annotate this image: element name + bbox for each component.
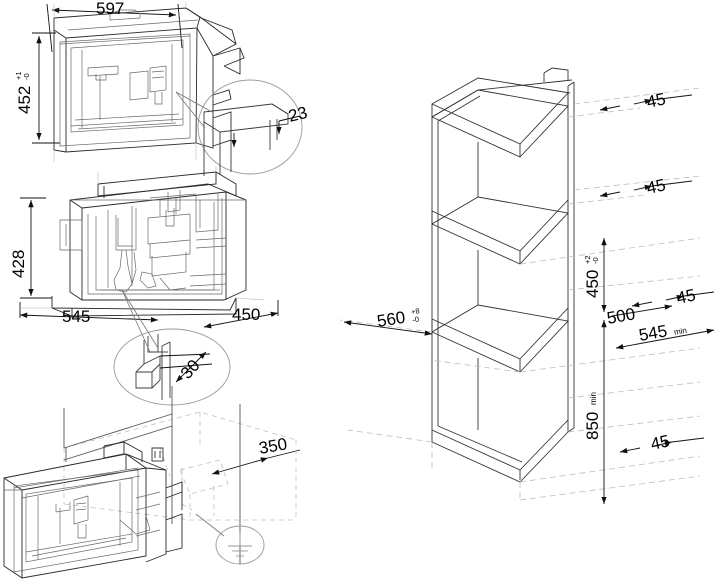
- dim-45-top: [599, 94, 693, 112]
- ground-icon: [215, 525, 265, 565]
- bubble-30-leader: [121, 289, 159, 353]
- dim-850-min-suffix: min: [589, 392, 598, 405]
- appliance-rear-inner: [59, 190, 246, 295]
- cabinet-cable-outline: [63, 386, 241, 564]
- dim-560: [343, 320, 433, 336]
- dim-label-350: 350: [257, 434, 288, 458]
- dim-label-450-vert: 450: [583, 270, 602, 298]
- cabinet-cable-faint: [63, 411, 297, 521]
- dim-45-mid: [631, 291, 715, 308]
- dim-45-upper-mid: [599, 180, 693, 198]
- bubble-23-leader: [175, 91, 213, 129]
- appliance-front-outline: [53, 7, 245, 153]
- dim-label-23: 23: [286, 103, 309, 126]
- dim-label-45-mid: 45: [675, 285, 697, 308]
- dim-450: [203, 300, 279, 329]
- rear-faint-lines: [20, 166, 265, 309]
- dim-560-tol-plus: +8: [410, 306, 420, 316]
- view-cabinet-niche: [339, 67, 715, 504]
- cabinet-projection-lines: [339, 87, 701, 501]
- dim-452-tol-plus: +1: [14, 71, 23, 80]
- front-faint-lines: [53, 2, 197, 162]
- dim-label-30: 30: [177, 356, 204, 383]
- dim-label-545: 545: [62, 307, 90, 326]
- dim-label-45-bottom: 45: [649, 431, 671, 454]
- dim-30: [159, 351, 213, 383]
- dim-450-tol-minus: -0: [591, 257, 600, 264]
- dim-label-545-min: 545: [637, 321, 668, 345]
- dim-545-min: [615, 328, 715, 350]
- view-appliance-front: [32, 2, 303, 176]
- dim-23: [231, 115, 301, 147]
- detail-bubble-23-content: [203, 103, 289, 176]
- dim-label-560: 560: [376, 308, 407, 331]
- appliance-rear-outline: [51, 171, 247, 317]
- view-appliance-rear: [19, 166, 279, 406]
- appliance-front-inner: [59, 9, 199, 147]
- dim-500: [611, 304, 673, 317]
- ground-leader: [195, 513, 225, 537]
- view-appliance-cable: [3, 386, 301, 579]
- dim-428: [20, 197, 52, 299]
- dim-452: [32, 32, 60, 144]
- dim-450-tol-plus: +2: [583, 255, 592, 264]
- dim-label-500: 500: [605, 304, 636, 328]
- socket-icon: [151, 447, 164, 462]
- appliance-cable-outline: [3, 441, 183, 579]
- dim-350: [211, 449, 301, 475]
- detail-bubble-30-content: [135, 334, 171, 400]
- dim-label-452: 452: [15, 86, 34, 114]
- dim-452-tol-minus: -0: [22, 73, 31, 80]
- appliance-cable-inner: [4, 467, 161, 573]
- dim-label-597: 597: [96, 0, 124, 18]
- dim-label-428: 428: [9, 250, 28, 278]
- dim-560-tol-minus: -0: [412, 315, 420, 325]
- cabinet-outline: [431, 67, 575, 483]
- dim-label-450: 450: [232, 305, 260, 324]
- dim-45-bottom: [619, 437, 705, 454]
- dim-label-45-top: 45: [645, 89, 667, 112]
- dim-label-850-min: 850: [583, 412, 602, 440]
- dim-545-min-suffix: min: [673, 326, 687, 337]
- detail-bubble-23: [197, 79, 303, 175]
- dim-label-45-upper-mid: 45: [645, 175, 667, 198]
